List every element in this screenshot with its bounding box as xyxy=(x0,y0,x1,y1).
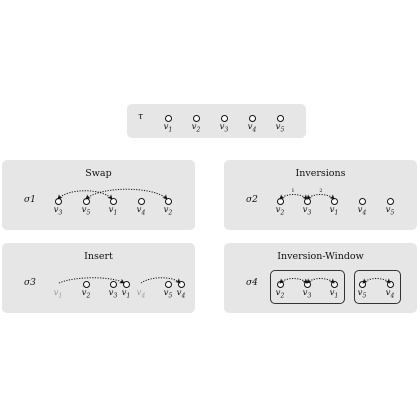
tau-node-label: v2 xyxy=(191,122,201,134)
inversions-node-label: v5 xyxy=(385,205,395,217)
inversion-count-1: 1 xyxy=(291,188,295,194)
tau-node-circle xyxy=(220,114,228,122)
tau-node-label: v3 xyxy=(219,122,229,134)
tau-node-circle xyxy=(276,114,284,122)
tau-node-label: v1 xyxy=(163,122,173,134)
inversions-node-label: v3 xyxy=(302,205,312,217)
insert-node-circle xyxy=(122,280,130,288)
tau-node-circle xyxy=(164,114,172,122)
insert-node-label: v2 xyxy=(81,288,91,300)
swap-node-label: v5 xyxy=(81,205,91,217)
window-node-label: v3 xyxy=(302,288,312,300)
swap-node-circle xyxy=(137,197,145,205)
swap-node-circle xyxy=(82,197,90,205)
inversions-node-circle xyxy=(386,197,394,205)
tau-node-circle xyxy=(192,114,200,122)
inversions-node-circle xyxy=(276,197,284,205)
tau-panel xyxy=(127,104,306,138)
inversions-node-label: v1 xyxy=(329,205,339,217)
sigma4-label: σ4 xyxy=(246,278,258,288)
swap-title: Swap xyxy=(85,168,112,179)
insert-node-label: v1 xyxy=(53,288,63,300)
tau-node-circle xyxy=(248,114,256,122)
sigma3-label: σ3 xyxy=(24,278,36,288)
insert-node-circle xyxy=(138,281,145,288)
window-node-label: v5 xyxy=(357,288,367,300)
swap-node-label: v4 xyxy=(136,205,146,217)
inversions-node-label: v4 xyxy=(357,205,367,217)
sigma2-label: σ2 xyxy=(246,195,258,205)
swap-node-label: v2 xyxy=(163,205,173,217)
insert-node-circle xyxy=(177,280,185,288)
window-node-circle xyxy=(330,280,338,288)
window-node-circle xyxy=(276,280,284,288)
swap-node-circle xyxy=(109,197,117,205)
swap-node-circle xyxy=(164,197,172,205)
window-node-label: v4 xyxy=(385,288,395,300)
insert-node-label: v5 xyxy=(163,288,173,300)
insert-node-circle xyxy=(164,280,172,288)
swap-node-label: v1 xyxy=(108,205,118,217)
inversions-node-circle xyxy=(330,197,338,205)
inversions-node-label: v2 xyxy=(275,205,285,217)
insert-node-label: v1 xyxy=(121,288,131,300)
tau-node-label: v5 xyxy=(275,122,285,134)
swap-node-label: v3 xyxy=(53,205,63,217)
window-node-circle xyxy=(386,280,394,288)
tau-node-label: v4 xyxy=(247,122,257,134)
window-node-label: v2 xyxy=(275,288,285,300)
inversion-window-panel xyxy=(224,243,417,313)
inversion-window-title: Inversion-Window xyxy=(277,251,364,262)
window-node-circle xyxy=(303,280,311,288)
swap-node-circle xyxy=(54,197,62,205)
insert-node-circle xyxy=(109,280,117,288)
window-node-circle xyxy=(358,280,366,288)
sigma1-label: σ1 xyxy=(24,195,36,205)
inversion-window-box-1 xyxy=(270,270,345,304)
tau-label: τ xyxy=(138,112,143,122)
inversions-node-circle xyxy=(303,197,311,205)
insert-node-label: v3 xyxy=(108,288,118,300)
insert-node-circle xyxy=(82,280,90,288)
inversion-count-2: 2 xyxy=(319,188,323,194)
insert-node-circle xyxy=(55,281,62,288)
inversions-title: Inversions xyxy=(295,168,346,179)
insert-title: Insert xyxy=(84,251,113,262)
window-node-label: v1 xyxy=(329,288,339,300)
inversion-window-box-2 xyxy=(354,270,401,304)
insert-node-label: v4 xyxy=(136,288,146,300)
insert-node-label: v4 xyxy=(176,288,186,300)
inversions-node-circle xyxy=(358,197,366,205)
